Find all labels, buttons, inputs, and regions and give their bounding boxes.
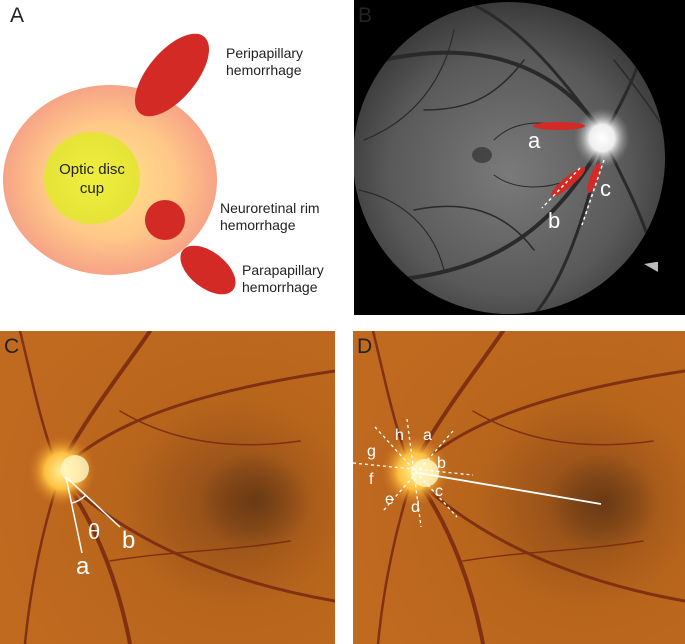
fovea-line (418, 472, 602, 505)
angle-arc (71, 494, 87, 504)
sector-c: c (435, 483, 443, 500)
cup-label: Optic disc cup (59, 161, 125, 197)
panel-c-label: C (4, 335, 20, 358)
panel-d: D a b c d e f g h (353, 331, 685, 644)
sector-e: e (385, 491, 394, 508)
panel-c-fundus-image (0, 331, 335, 644)
marker-b-c: c (600, 176, 611, 201)
panel-a-label: A (10, 4, 25, 27)
sector-g: g (367, 443, 376, 460)
hemorrhage-c-shape (587, 162, 601, 194)
sector-lines (353, 418, 474, 528)
peripapillary-hemorrhage-shape (134, 33, 210, 117)
panel-b-label: B (358, 4, 373, 27)
parapapillary-hemorrhage-shape (180, 245, 236, 295)
marker-c-a: a (76, 553, 90, 580)
neuroretinal-label: Neuroretinal rim hemorrhage (220, 200, 320, 233)
sector-d: d (411, 499, 420, 516)
optic-disc-cup (44, 132, 140, 224)
panel-c: C θ a b (0, 331, 335, 644)
hemorrhage-b-shape (550, 167, 586, 197)
marker-c-b: b (122, 527, 136, 554)
hemorrhage-a-shape (533, 122, 585, 130)
panel-d-fundus-image (353, 331, 685, 644)
sector-f: f (369, 471, 374, 488)
marker-b-b: b (548, 208, 561, 233)
marker-b-a: a (528, 128, 541, 153)
neuroretinal-rim-hemorrhage-shape (145, 200, 185, 240)
marker-c-theta: θ (88, 519, 101, 544)
sector-h: h (395, 427, 404, 444)
panel-d-label: D (357, 335, 373, 358)
parapapillary-label: Parapapillary hemorrhage (242, 262, 324, 295)
panel-a: A Optic disc cup Peripapillary hemorrhag… (0, 0, 345, 320)
panel-b: B a b c (354, 0, 685, 315)
angle-line-a (65, 476, 83, 554)
angle-line-b (65, 476, 121, 528)
sector-b: b (437, 455, 446, 472)
panel-b-fundus-image (354, 0, 685, 315)
peripapillary-label: Peripapillary hemorrhage (226, 45, 304, 78)
sector-a: a (423, 427, 432, 444)
panel-a-schematic (3, 33, 236, 295)
